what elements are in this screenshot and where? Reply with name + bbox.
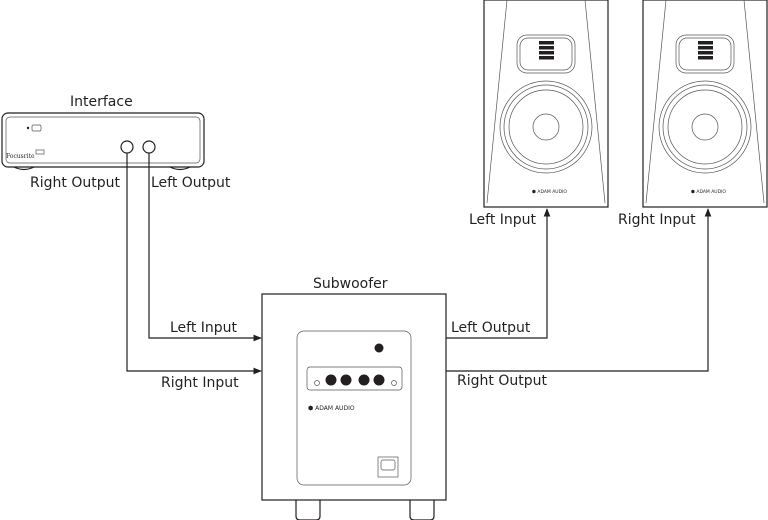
right-speaker-input-label: Right Input: [618, 212, 696, 228]
left-speaker: ⬢ ADAM AUDIO: [483, 0, 609, 208]
subwoofer-right-input-label: Right Input: [161, 375, 239, 391]
left-speaker-input-label: Left Input: [469, 212, 537, 228]
right-output-jack: [120, 140, 134, 154]
subwoofer-left-output-label: Left Output: [451, 320, 531, 336]
right-speaker: ⬢ ADAM AUDIO: [642, 0, 768, 208]
subwoofer-title: Subwoofer: [313, 276, 388, 292]
subwoofer-left-input-label: Left Input: [170, 320, 238, 336]
cables: [126, 153, 712, 375]
left-output-jack: [142, 140, 156, 154]
interface-left-output-label: Left Output: [151, 175, 231, 191]
subwoofer: ⬢ ADAM AUDIO: [261, 293, 447, 520]
svg-text:⬢ ADAM AUDIO: ⬢ ADAM AUDIO: [691, 189, 726, 195]
audio-interface: Focusrite: [1, 112, 205, 171]
svg-text:⬢ ADAM AUDIO: ⬢ ADAM AUDIO: [532, 189, 567, 195]
interface-title: Interface: [70, 94, 133, 110]
svg-text:Focusrite: Focusrite: [6, 153, 35, 160]
subwoofer-right-output-label: Right Output: [457, 373, 547, 389]
svg-text:⬢ ADAM AUDIO: ⬢ ADAM AUDIO: [308, 405, 355, 412]
interface-right-output-label: Right Output: [30, 175, 120, 191]
